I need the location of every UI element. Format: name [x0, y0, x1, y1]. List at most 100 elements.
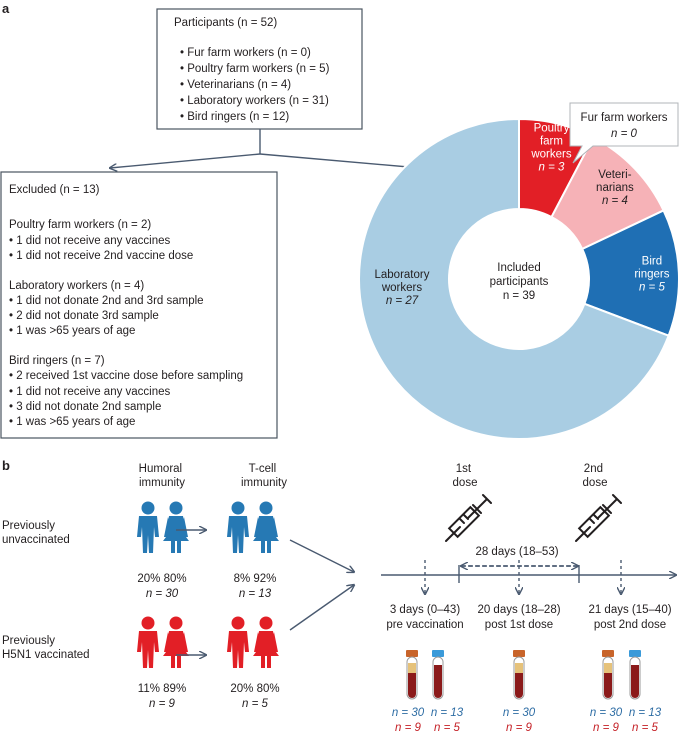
donut-label: Veteri- — [598, 169, 631, 181]
donut-label: farm — [540, 136, 563, 148]
h5n1-humoral-n: n = 9 — [149, 698, 176, 710]
excluded-group-heading: Laboratory workers (n = 4) — [9, 280, 144, 292]
row-unvacc-line2: unvaccinated — [2, 534, 70, 546]
dose1-label: 1st dose — [453, 463, 478, 489]
count-blue: n = 13 — [431, 707, 464, 719]
syringe-icon — [575, 494, 622, 542]
excluded-line: • 1 did not receive any vaccines — [9, 235, 171, 247]
row-unvacc-title: Previously unvaccinated — [2, 520, 70, 546]
col-humoral-line1: Humoral — [139, 463, 182, 475]
count-red: n = 5 — [632, 722, 659, 733]
excluded-line: • 3 did not donate 2nd sample — [9, 401, 161, 413]
fur-farm-callout — [569, 102, 679, 164]
people-unvacc-humoral — [137, 501, 189, 553]
flow-arrow-excluded — [110, 153, 261, 168]
count-red: n = 9 — [395, 722, 422, 733]
unvacc-humoral-n: n = 30 — [146, 588, 179, 600]
donut-label: workers — [381, 282, 423, 294]
donut-center-line1: Included — [497, 262, 540, 274]
tube-serum-icon — [513, 650, 525, 700]
donut-label: narians — [596, 182, 634, 194]
count-red: n = 9 — [593, 722, 620, 733]
excluded-line: • 1 did not receive 2nd vaccine dose — [9, 250, 193, 262]
donut-label: n = 5 — [639, 282, 666, 294]
timepoint2-line1: 20 days (18–28) — [477, 604, 560, 616]
unvacc-tcell-n: n = 13 — [239, 588, 272, 600]
timepoint1-line1: 3 days (0–43) — [390, 604, 460, 616]
participants-title: Participants (n = 52) — [174, 17, 277, 29]
count-blue: n = 30 — [392, 707, 425, 719]
excluded-title: Excluded (n = 13) — [9, 184, 100, 196]
panel-a-label: a — [2, 1, 10, 16]
timepoint1-line2: pre vaccination — [386, 619, 463, 631]
donut-label: ringers — [634, 269, 669, 281]
donut-label: n = 3 — [539, 162, 566, 174]
fur-farm-count: n = 0 — [611, 128, 638, 140]
dose2-label: 2nd dose — [583, 463, 608, 489]
row-unvacc-line1: Previously — [2, 520, 55, 532]
arrow-to-timeline-top — [289, 539, 354, 572]
count-blue: n = 13 — [629, 707, 662, 719]
excluded-line: • 1 did not receive any vaccines — [9, 386, 171, 398]
excluded-group-heading: Poultry farm workers (n = 2) — [9, 219, 151, 231]
col-tcell-line1: T-cell — [249, 463, 276, 475]
donut-label: Poultry — [534, 123, 570, 135]
count-blue: n = 30 — [503, 707, 536, 719]
dose2-line1: 2nd — [584, 463, 603, 475]
col-humoral-line2: immunity — [139, 477, 185, 489]
donut-chart — [358, 117, 680, 440]
panel-b-label: b — [2, 458, 10, 473]
h5n1-humoral-pct: 11% 89% — [138, 683, 186, 695]
timepoint3-line1: 21 days (15–40) — [588, 604, 671, 616]
participants-item: • Fur farm workers (n = 0) — [180, 47, 311, 59]
arrow-to-timeline-bottom — [289, 585, 354, 631]
tube-serum-icon — [406, 650, 418, 700]
participants-box — [156, 8, 363, 130]
donut-center-line3: n = 39 — [503, 290, 535, 302]
donut-label: Bird — [642, 256, 662, 268]
excluded-box — [0, 171, 278, 439]
participants-item: • Laboratory workers (n = 31) — [180, 95, 329, 107]
people-h5n1-tcell — [227, 616, 279, 668]
timepoint3-line2: post 2nd dose — [594, 619, 666, 631]
timepoint2-line2: post 1st dose — [485, 619, 553, 631]
h5n1-tcell-n: n = 5 — [242, 698, 269, 710]
donut-label: workers — [530, 149, 572, 161]
donut-center-line2: participants — [490, 276, 549, 288]
col-humoral-title: Humoral immunity — [139, 463, 186, 489]
participants-item: • Veterinarians (n = 4) — [180, 79, 291, 91]
people-h5n1-humoral — [137, 616, 189, 668]
excluded-group-heading: Bird ringers (n = 7) — [9, 355, 105, 367]
dose1-line1: 1st — [456, 463, 472, 475]
participants-item: • Bird ringers (n = 12) — [180, 111, 289, 123]
donut-label: n = 27 — [386, 295, 419, 307]
excluded-line: • 1 did not donate 2nd and 3rd sample — [9, 295, 204, 307]
col-tcell-line2: immunity — [241, 477, 287, 489]
row-h5n1-title: Previously H5N1 vaccinated — [2, 635, 90, 661]
row-h5n1-line2: H5N1 vaccinated — [2, 649, 90, 661]
unvacc-tcell-pct: 8% 92% — [234, 573, 277, 585]
donut-slice-laboratory-workers — [358, 117, 670, 440]
excluded-line: • 2 received 1st vaccine dose before sam… — [9, 370, 243, 382]
excluded-line: • 1 was >65 years of age — [9, 416, 135, 428]
fur-farm-label: Fur farm workers — [581, 112, 668, 124]
count-red: n = 5 — [434, 722, 461, 733]
count-red: n = 9 — [506, 722, 533, 733]
dose2-line2: dose — [583, 477, 608, 489]
excluded-line: • 2 did not donate 3rd sample — [9, 310, 159, 322]
tube-cell-icon — [432, 650, 444, 700]
row-h5n1-line1: Previously — [2, 635, 55, 647]
participants-item: • Poultry farm workers (n = 5) — [180, 63, 330, 75]
interval-label: 28 days (18–53) — [475, 546, 558, 558]
h5n1-tcell-pct: 20% 80% — [230, 683, 279, 695]
flow-arrow-included — [259, 153, 420, 168]
excluded-line: • 1 was >65 years of age — [9, 325, 135, 337]
tube-cell-icon — [629, 650, 641, 700]
donut-label: n = 4 — [602, 195, 628, 207]
donut-label: Laboratory — [375, 269, 430, 281]
syringe-icon — [445, 494, 492, 542]
unvacc-humoral-pct: 20% 80% — [137, 573, 186, 585]
dose1-line2: dose — [453, 477, 478, 489]
